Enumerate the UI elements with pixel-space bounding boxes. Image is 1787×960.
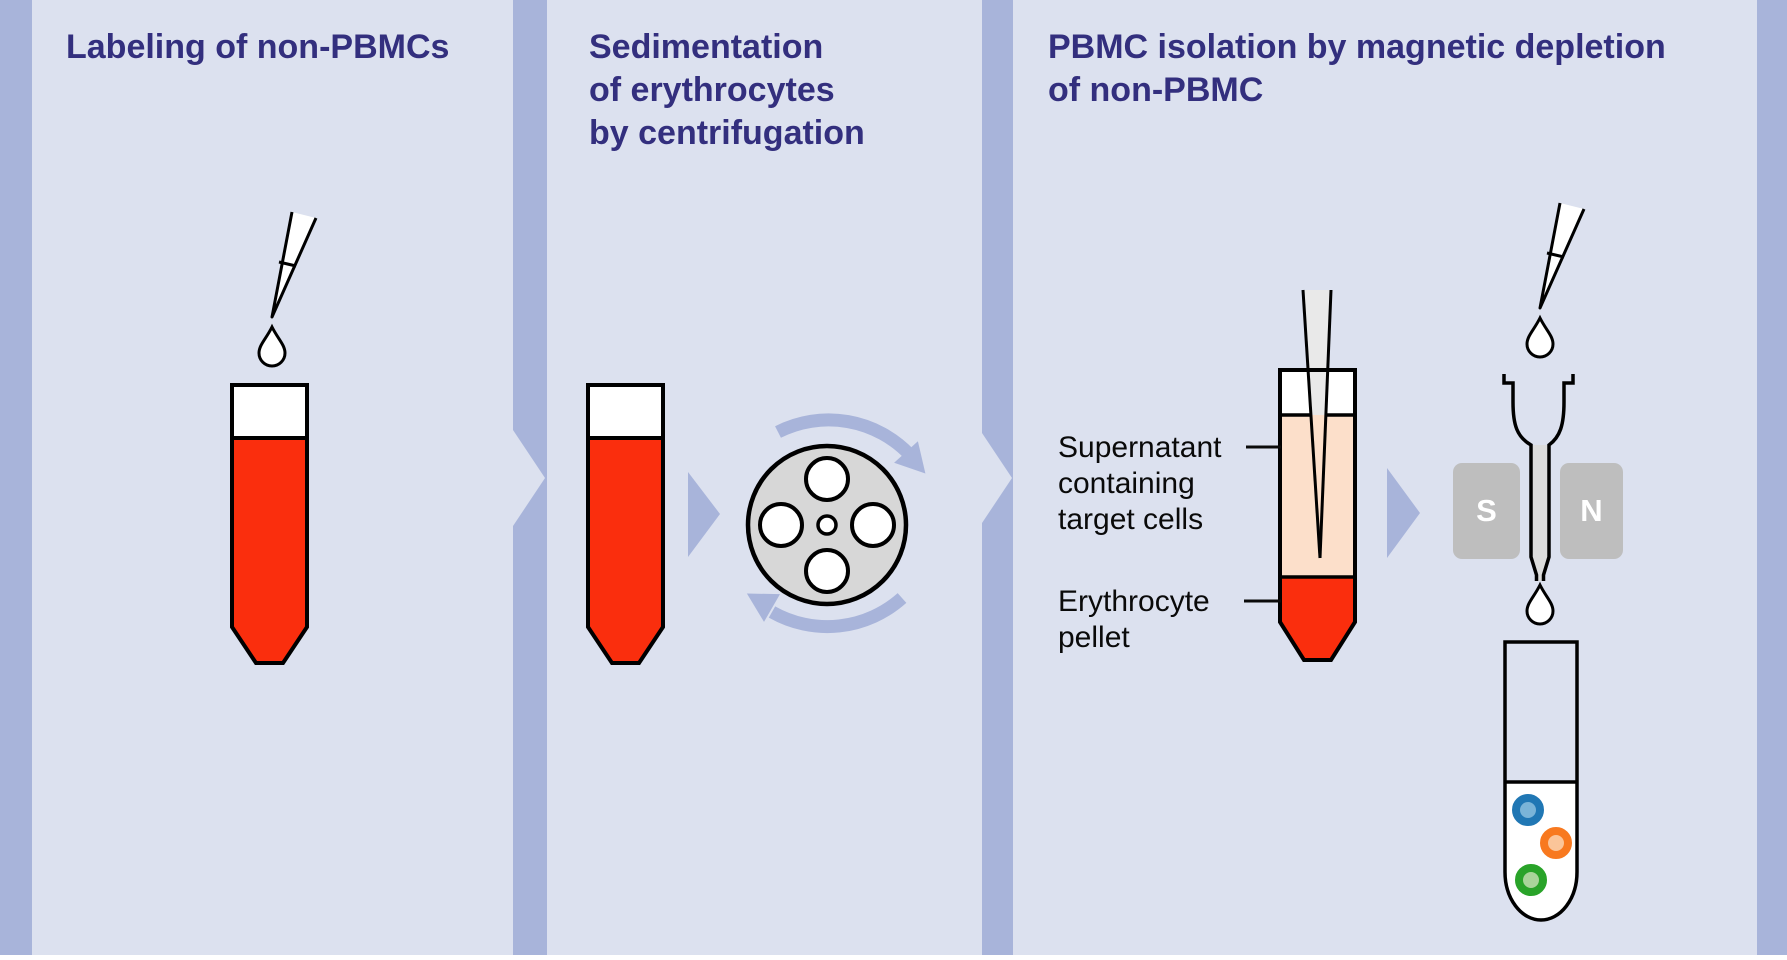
supernatant-label: Supernatant containing target cells [1058,431,1222,536]
erythrocyte-pellet-label: Erythrocyte pellet [1058,585,1210,654]
left-border-band [0,0,32,955]
magnet-south-label: S [1476,493,1497,528]
right-border-band [1757,0,1787,955]
flow-divider-1 [513,0,547,955]
panel-title-sedimentation: Sedimentation of erythrocytes by centrif… [589,28,865,152]
panel-title-labeling: Labeling of non-PBMCs [66,28,450,66]
panel-labeling [32,0,513,955]
magnet-north-label: N [1580,493,1603,528]
panel-magnetic-depletion [1013,0,1757,955]
panel-title-magnetic-depletion: PBMC isolation by magnetic depletion of … [1048,28,1666,109]
